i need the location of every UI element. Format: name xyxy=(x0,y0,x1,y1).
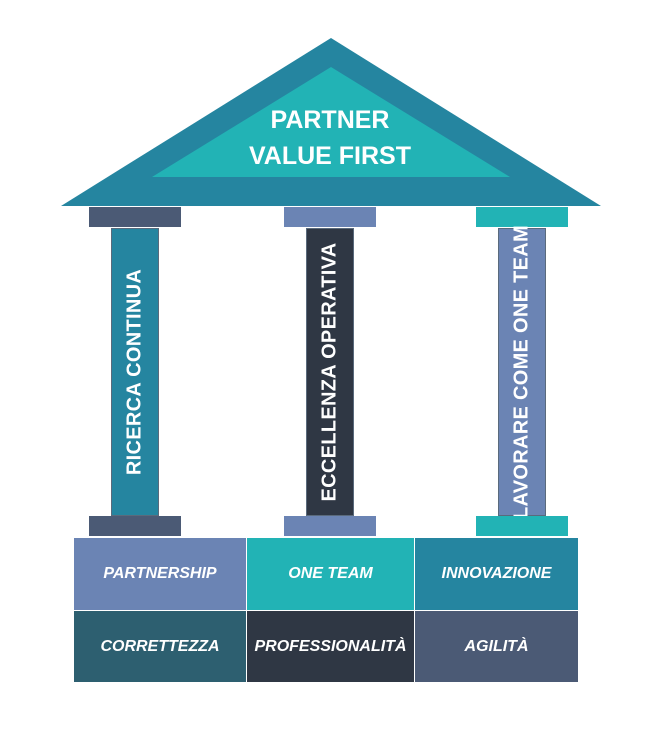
value-partnership: PARTNERSHIP xyxy=(74,538,246,610)
value-correttezza-label: CORRETTEZZA xyxy=(100,637,220,655)
pillar-3-top-cap xyxy=(476,207,568,227)
value-innovazione-label: INNOVAZIONE xyxy=(441,565,552,582)
pillar-3-label: LAVORARE COME ONE TEAM xyxy=(510,224,533,520)
roof-title-line1: PARTNER xyxy=(270,106,390,134)
pillar-1-top-cap xyxy=(89,207,181,227)
value-professionalita-label: PROFESSIONALITÀ xyxy=(254,637,407,655)
roof-title: PARTNER VALUE FIRST xyxy=(180,102,480,174)
pillar-2-top-cap xyxy=(284,207,376,227)
value-partnership-label: PARTNERSHIP xyxy=(103,565,217,582)
roof xyxy=(61,38,601,206)
pillar-2-label: ECCELLENZA OPERATIVA xyxy=(318,242,341,502)
pillar-2-bottom-cap xyxy=(284,516,376,536)
value-agilita-label: AGILITÀ xyxy=(464,637,529,655)
value-agilita: AGILITÀ xyxy=(415,611,578,682)
value-one-team: ONE TEAM xyxy=(247,538,414,610)
value-correttezza: CORRETTEZZA xyxy=(74,611,246,682)
value-professionalita: PROFESSIONALITÀ xyxy=(247,611,414,682)
pillar-3-bottom-cap xyxy=(476,516,568,536)
value-innovazione: INNOVAZIONE xyxy=(415,538,578,610)
value-one-team-label: ONE TEAM xyxy=(288,565,373,582)
pillar-1-label: RICERCA CONTINUA xyxy=(123,268,146,476)
pillar-1-bottom-cap xyxy=(89,516,181,536)
roof-title-line2: VALUE FIRST xyxy=(248,142,412,170)
roof-inner xyxy=(152,67,510,177)
pillar-2-shaft xyxy=(306,228,354,516)
pillar-3-shaft xyxy=(498,228,546,516)
pillar-1-shaft xyxy=(111,228,159,516)
